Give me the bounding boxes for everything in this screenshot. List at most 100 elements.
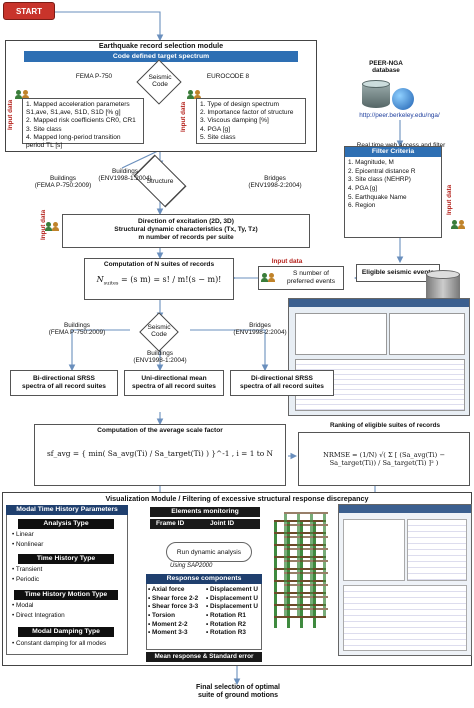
response-item[interactable]: • Moment 2-2 [148, 620, 188, 628]
filter-item: 3. Site class (NEHRP) [348, 176, 411, 184]
globe-icon [392, 88, 414, 110]
response-item[interactable]: • Moment 3-3 [148, 629, 188, 637]
filter-title: Filter Criteria [345, 147, 441, 157]
s-number-label: S number of preferred events [286, 270, 335, 286]
buildings-env-label: Buildings (ENV1998-1:2004) [98, 168, 152, 183]
users-icon [15, 90, 29, 100]
motion-type-header: Time History Motion Type [14, 590, 118, 600]
module-title: Earthquake record selection module [98, 41, 224, 50]
th-item-periodic[interactable]: • Periodic [12, 576, 40, 583]
filter-box: Filter Criteria 1. Magnitude, M 2. Epice… [344, 146, 442, 238]
response-left-col: • Axial force • Shear force 2-2 • Shear … [148, 586, 198, 638]
response-item[interactable]: • Shear force 2-2 [148, 594, 199, 602]
bridges-env-label: Bridges (ENV1998-2:2004) [248, 175, 302, 190]
fema-param: S1,ave, S1,ave, S1D, S1D [% g] [26, 109, 121, 117]
input-data-vertical-3: Input data [446, 184, 453, 215]
analysis-item-nonlinear[interactable]: • Nonlinear [12, 541, 44, 548]
response-item[interactable]: • Shear force 3-3 [148, 603, 199, 611]
eligible-box: Eligible seismic events [356, 264, 440, 282]
th-type-header: Time History Type [18, 554, 114, 564]
seismic-code-2-label: Seismic Code [147, 324, 171, 339]
fema-param: 4. Mapped long-period transition period … [26, 133, 121, 150]
peer-url[interactable]: http://peer.berkeley.edu/nga/ [359, 112, 440, 119]
computation-box: Computation of N suites of records Nsuit… [84, 258, 234, 300]
filter-item: 2. Epicentral distance R [348, 167, 416, 175]
buildings-fema-label: Buildings (FEMA P-750:2009) [34, 175, 92, 190]
response-title: Response components [146, 574, 262, 584]
response-item[interactable]: • Rotation R2 [206, 620, 246, 628]
users-icon [451, 220, 465, 230]
peer-access: Real time web access and filter [332, 142, 470, 149]
start-label: START [15, 7, 43, 16]
response-item[interactable]: • Displacement U [206, 594, 258, 602]
filter-item: 1. Magnitude, M [348, 159, 394, 166]
visualization-title: Visualization Module / Filtering of exce… [105, 494, 369, 503]
peer-title: PEER-NGA database [369, 60, 403, 75]
analysis-item-linear[interactable]: • Linear [12, 531, 34, 538]
ec8-param: 3. Viscous damping [%] [200, 117, 269, 125]
spectrum-bar: Code defined target spectrum [24, 51, 298, 62]
motion-item-modal[interactable]: • Modal [12, 602, 34, 609]
s-number-box: S number of preferred events [258, 266, 344, 290]
final-selection: Final selection of optimal suite of grou… [195, 684, 280, 700]
direction-line: m number of records per suite [138, 234, 234, 242]
th-item-transient[interactable]: • Transient [12, 566, 43, 573]
database-icon [362, 80, 390, 110]
ec8-params-box: 1. Type of design spectrum 2. Importance… [196, 98, 306, 144]
scale-box: Computation of the average scale factor … [34, 424, 286, 486]
frame-joint-row: Frame ID Joint ID [150, 519, 260, 529]
response-item[interactable]: • Rotation R3 [206, 629, 246, 637]
computation-formula: Nsuites = (s m) = s! / m!(s − m)! [85, 275, 233, 287]
start-badge: START [3, 2, 55, 20]
ranking-title: Ranking of eligible suites of records [329, 422, 441, 429]
modal-title: Modal Time History Parameters [6, 505, 128, 515]
response-dialog-screenshot [338, 504, 472, 656]
run-analysis-button[interactable]: Run dynamic analysis [166, 542, 252, 562]
input-data-vertical-2: Input data [180, 101, 187, 132]
s-number-input-label: Input data [271, 258, 303, 265]
computation-title: Computation of N suites of records [103, 261, 215, 268]
response-panel [146, 574, 262, 650]
direction-line: Structural dynamic characteristics (Tx, … [114, 226, 258, 234]
frame-id[interactable]: Frame ID [156, 520, 185, 527]
users-icon [187, 90, 201, 100]
scale-title: Computation of the average scale factor [97, 427, 223, 434]
response-item[interactable]: • Torsion [148, 611, 175, 619]
elements-title: Elements monitoring [150, 507, 260, 517]
seismic-code-label: Seismic Code [148, 74, 172, 89]
building-model-image [266, 512, 336, 632]
response-item[interactable]: • Displacement U [206, 586, 258, 593]
buildings-env-2-label: Buildings (ENV1998-1:2004) [133, 350, 187, 365]
fema-params-box: 1. Mapped acceleration parameters S1,ave… [22, 98, 144, 149]
response-footer: Mean response & Standard error [146, 652, 262, 662]
response-item[interactable]: • Axial force [148, 586, 185, 593]
direction-box: Direction of excitation (2D, 3D) Structu… [62, 214, 310, 248]
computation-rhs: = (s m) = s! / m!(s − m)! [121, 275, 222, 285]
run-analysis-label: Run dynamic analysis [176, 549, 242, 556]
response-item[interactable]: • Rotation R1 [206, 611, 246, 619]
filter-item: 5. Earthquake Name [348, 193, 407, 201]
response-item[interactable]: • Displacement U [206, 603, 258, 611]
using-sap-label: Using SAP2000 [170, 563, 213, 569]
response-right-col: • Displacement U • Displacement U • Disp… [206, 586, 258, 638]
damping-item[interactable]: • Constant damping for all modes [12, 640, 107, 647]
users-icon [45, 222, 59, 232]
joint-id[interactable]: Joint ID [210, 520, 235, 527]
scale-formula: sf_avg = { min( Sa_avg(Ti) / Sa_target(T… [46, 449, 274, 459]
filter-item: 6. Region [348, 202, 376, 210]
eurocode-label: EUROCODE 8 [206, 73, 250, 80]
computation-lhs: N [96, 275, 104, 285]
ec8-param: 5. Site class [200, 133, 236, 141]
damping-type-header: Modal Damping Type [18, 627, 114, 637]
motion-item-direct[interactable]: • Direct Integration [12, 612, 65, 619]
ranking-formula: NRMSE = (1/N) √( Σ [ (Sa_avg(Ti) − Sa_ta… [323, 451, 445, 468]
fema-param: 1. Mapped acceleration parameters [26, 101, 130, 108]
fema-param: 2. Mapped risk coefficients CR0, CR1 [26, 117, 136, 125]
ec8-param: 2. Importance factor of structure [200, 109, 294, 117]
ranking-box: NRMSE = (1/N) √( Σ [ (Sa_avg(Ti) − Sa_ta… [298, 432, 470, 486]
filter-item: 4. PGA [g] [348, 184, 378, 192]
analysis-type-header: Analysis Type [18, 519, 114, 529]
direction-line: Direction of excitation (2D, 3D) [138, 218, 234, 225]
input-data-vertical-1: Input data [7, 99, 14, 130]
software-screenshot [288, 298, 470, 416]
